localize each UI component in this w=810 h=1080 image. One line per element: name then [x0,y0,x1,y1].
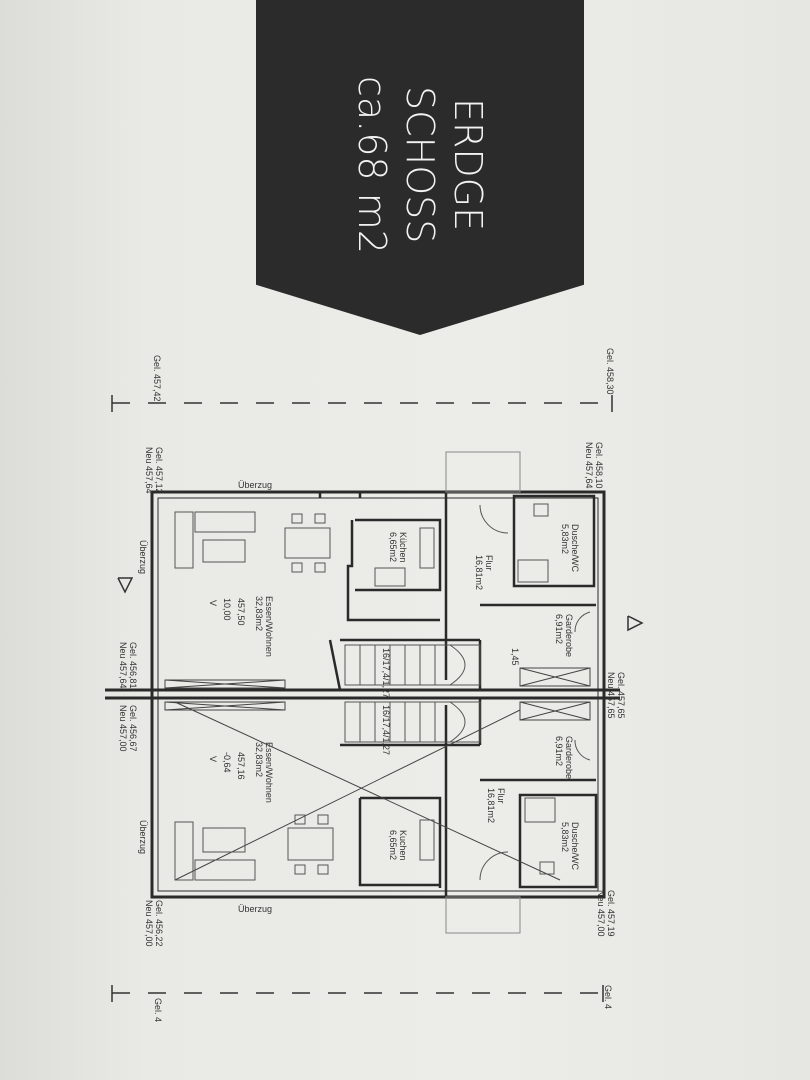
banner-title: ERDGE SCHOSS ca.68 m2 [340,70,500,260]
banner-line-3: ca.68 m2 [350,76,394,254]
door-swings [479,504,591,881]
upper-dusche: Dusche/WC [570,524,580,573]
elev-se-new: Neu 457,00 [596,890,606,937]
banner-line-1: ERDGE [446,98,490,232]
upper-essen-area: 32,83m2 [254,596,264,631]
upper-essen: Essen/Wohnen [264,596,274,657]
lower-room-labels: Dusche/WC 5,83m2 Flur 16,81m2 Garderobe … [208,705,580,871]
upper-room-labels: Dusche/WC 5,83m2 Flur 16,81m2 Garderobe … [208,524,580,698]
elev-bottom-left: Gel. 4 [153,998,163,1022]
elev-top-left2: Gel. 457,42 [152,355,162,402]
lower-dusche: Dusche/WC [570,822,580,871]
upper-level1: 457,50 [236,598,246,626]
elev-mid-left2: Gel. 456,67 [128,705,138,752]
outer-walls [150,490,606,899]
elev-nw: Gel. 457,12 [154,447,164,494]
elev-sw-new: Neu 457,00 [144,900,154,947]
lower-unit-walls [340,698,598,899]
elev-mid-left: Gel. 456,81 [128,642,138,689]
ueberzug-left2: Überzug [138,820,148,854]
entrance-canopies [445,451,521,934]
lower-garderobe: Garderobe [564,736,574,779]
elev-mid-right-new: Neu 457,65 [606,672,616,719]
lower-essen: Essen/Wohnen [264,742,274,803]
upper-level2: 10,00 [222,598,232,621]
upper-kuche-area: 6,65m2 [388,532,398,562]
lower-flur-area: 16,81m2 [486,788,496,823]
upper-furniture [174,503,549,587]
upper-unit-walls [318,490,596,691]
elev-ne: Gel. 458,10 [594,442,604,489]
elev-ne-new: Neu 457,64 [584,442,594,489]
elev-mid-left2-new: Neu 457,00 [118,705,128,752]
elev-se: Gel. 457,19 [606,890,616,937]
banner-line-2: SCHOSS [398,86,442,244]
lower-garderobe-area: 6,91m2 [554,736,564,766]
upper-level3: V [208,600,218,606]
lower-kuche: Kuchen [398,830,408,861]
lower-furniture [174,797,556,881]
upper-flur: Flur [484,555,494,571]
ueberzug-top: Überzug [238,480,272,490]
lower-kuche-area: 6,65m2 [388,830,398,860]
elev-mid-right: Gel. 457,65 [616,672,626,719]
section-ticks [111,395,613,1002]
lower-essen-area: 32,83m2 [254,742,264,777]
upper-stairs: 16/17,4/1,27 [381,648,391,698]
window-strips [164,667,591,721]
upper-garderobe: Garderobe [564,614,574,657]
elev-bottom-right: Gel. 4 [603,985,613,1009]
upper-kuche: Küchen [398,532,408,563]
party-wall [105,688,620,700]
ueberzug-labels: Überzug Überzug Überzug Überzug [138,480,272,914]
ueberzug-left1: Überzug [138,540,148,574]
lower-level1: 457,16 [236,752,246,780]
elev-top-left: Gel. 458,30 [605,348,615,395]
upper-garderobe-area: 6,91m2 [554,614,564,644]
elevation-labels: Gel. 458,30 Gel. 457,42 Gel. 458,10 Neu … [118,348,626,1022]
elev-nw-new: Neu 457,64 [144,447,154,494]
lower-level2: -0,64 [222,752,232,773]
lower-stairs: 16/17,4/1,27 [381,705,391,755]
upper-flur-area: 16,81m2 [474,555,484,590]
stairs [344,644,481,743]
elev-mid-left-new: Neu 457,64 [118,642,128,689]
lower-dusche-area: 5,83m2 [560,822,570,852]
upper-dusche-area: 5,83m2 [560,524,570,554]
section-lines [112,402,615,994]
upper-dim: 1,45 [510,648,520,666]
title-banner [256,0,584,335]
lower-level3: V [208,756,218,762]
lower-flur: Flur [496,788,506,804]
ueberzug-bottom: Überzug [238,904,272,914]
elev-sw: Gel. 456,22 [154,900,164,947]
section-arrows [117,577,644,632]
